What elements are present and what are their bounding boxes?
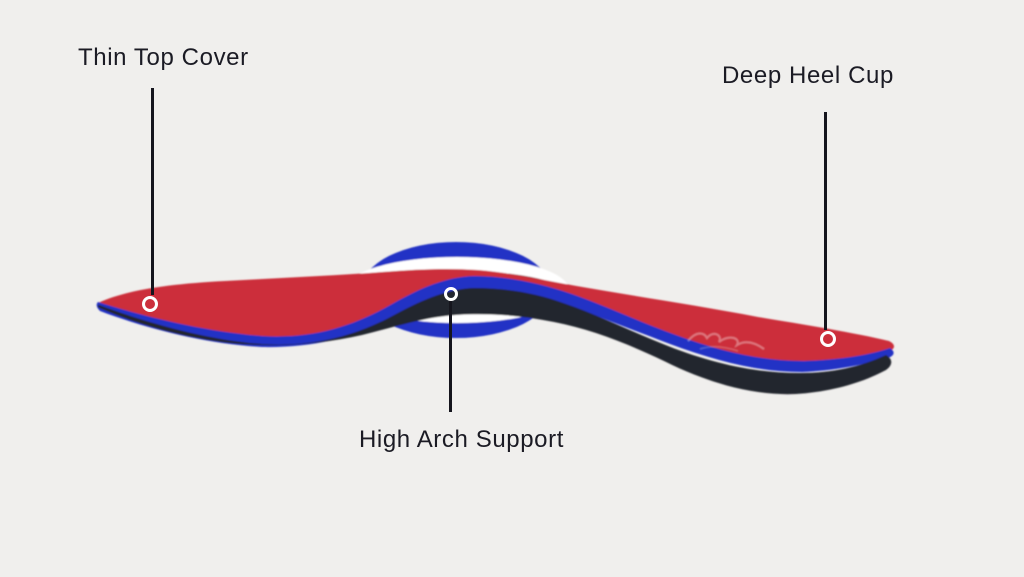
pointer-line (824, 112, 827, 330)
insole-top-cover (98, 268, 895, 362)
logo-squiggle (687, 332, 765, 350)
annotation-label-deep-heel-cup: Deep Heel Cup (722, 62, 894, 89)
marker-ring (142, 296, 158, 312)
pointer-line (151, 88, 154, 295)
marker-ring (444, 287, 458, 301)
logo-squiggle-underline (699, 346, 739, 352)
marker-ring (820, 331, 836, 347)
annotation-label-thin-top-cover: Thin Top Cover (78, 44, 249, 71)
insole-midsole-stripe (96, 276, 894, 372)
insole-base-shell (97, 288, 892, 395)
annotation-label-high-arch-support: High Arch Support (359, 426, 564, 453)
pointer-line (449, 301, 452, 412)
